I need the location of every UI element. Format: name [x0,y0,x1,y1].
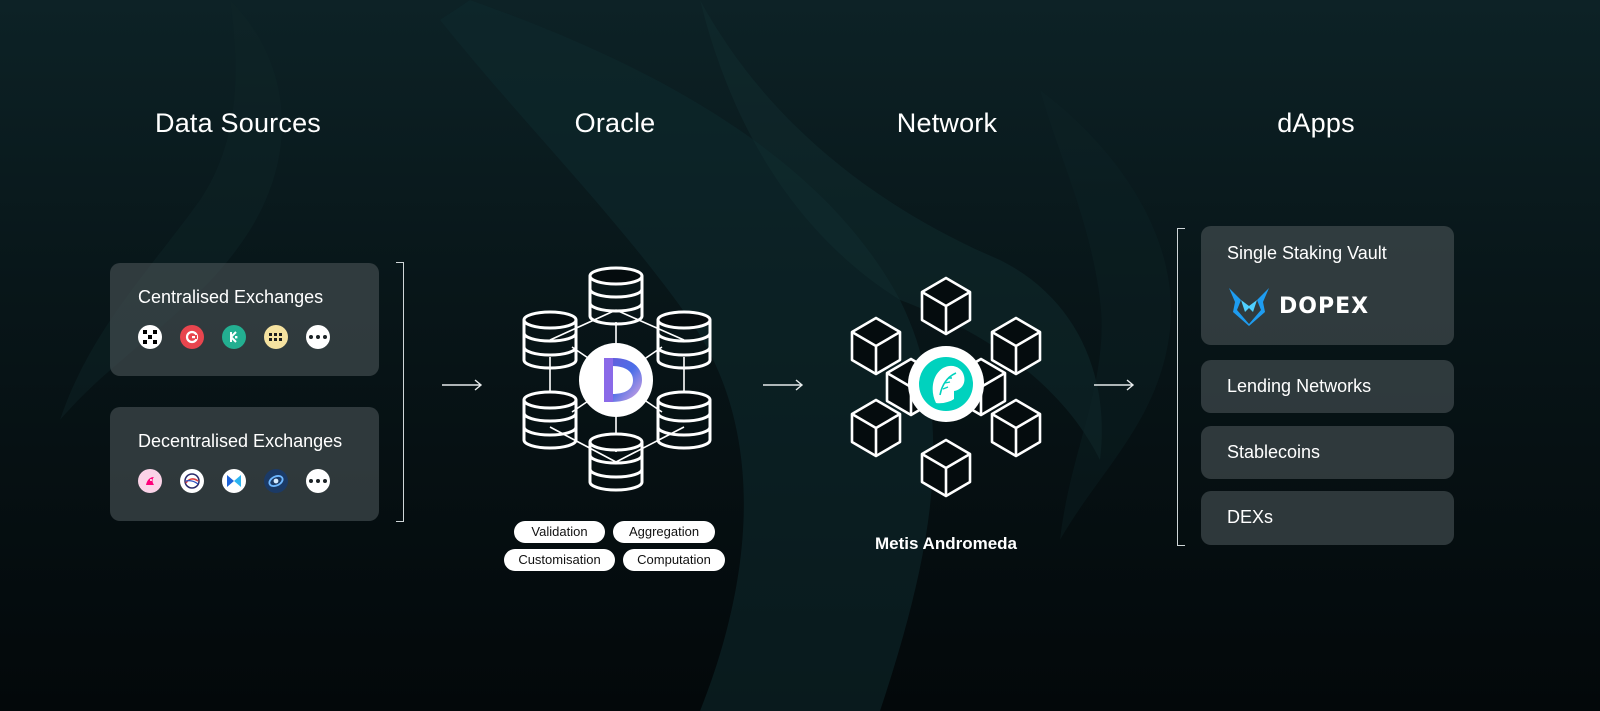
curve-icon [180,469,204,493]
database-icon [522,390,578,450]
network-cube-cluster [850,276,1042,498]
arrow-right-icon [442,379,483,391]
dopex-logo-icon [1229,288,1269,326]
more-icon [306,469,330,493]
column-title-network: Network [896,108,998,138]
decentralised-exchanges-label: Decentralised Exchanges [138,431,343,451]
centralised-exchange-icons [138,325,330,349]
gate-io-icon [180,325,204,349]
dopex-brand-name: DOPEX [1279,294,1370,319]
cube-icon [920,276,972,336]
arrow-right-icon [763,379,804,391]
cube-icon [920,438,972,498]
stablecoins-card: Stablecoins [1201,426,1454,479]
cube-icon [990,398,1042,458]
database-icon [588,266,644,326]
cube-icon [850,316,902,376]
feature-pill-aggregation: Aggregation [613,521,715,543]
column-title-oracle: Oracle [574,108,656,138]
uniswap-icon [138,469,162,493]
single-staking-vault-card: Single Staking Vault DOPEX [1201,226,1454,345]
single-staking-vault-label: Single Staking Vault [1227,243,1387,263]
network-name: Metis Andromeda [874,534,1018,553]
decentralised-exchanges-card: Decentralised Exchanges [110,407,379,521]
stablecoins-label: Stablecoins [1227,442,1321,462]
bitfinex-icon [264,325,288,349]
data-sources-bracket [396,262,404,522]
lending-networks-label: Lending Networks [1227,376,1372,396]
dexs-label: DEXs [1227,507,1274,527]
database-icon [588,432,644,492]
kucoin-icon [222,325,246,349]
lending-networks-card: Lending Networks [1201,360,1454,413]
cube-icon [850,398,902,458]
feature-pill-customisation: Customisation [504,549,615,571]
centralised-exchanges-card: Centralised Exchanges [110,263,379,376]
decentralised-exchange-icons [138,469,330,493]
okx-icon [138,325,162,349]
dapps-bracket [1177,228,1185,546]
dexs-card: DEXs [1201,491,1454,545]
centralised-exchanges-label: Centralised Exchanges [138,287,324,307]
arrow-right-icon [1094,379,1135,391]
feature-pill-computation: Computation [623,549,725,571]
feature-pill-validation: Validation [514,521,605,543]
cube-icon [990,316,1042,376]
column-title-data-sources: Data Sources [155,108,321,138]
sushiswap-icon [264,469,288,493]
column-title-dapps: dApps [1277,108,1355,138]
netswap-icon [222,469,246,493]
more-icon [306,325,330,349]
oracle-database-network [522,266,712,492]
database-icon [656,390,712,450]
